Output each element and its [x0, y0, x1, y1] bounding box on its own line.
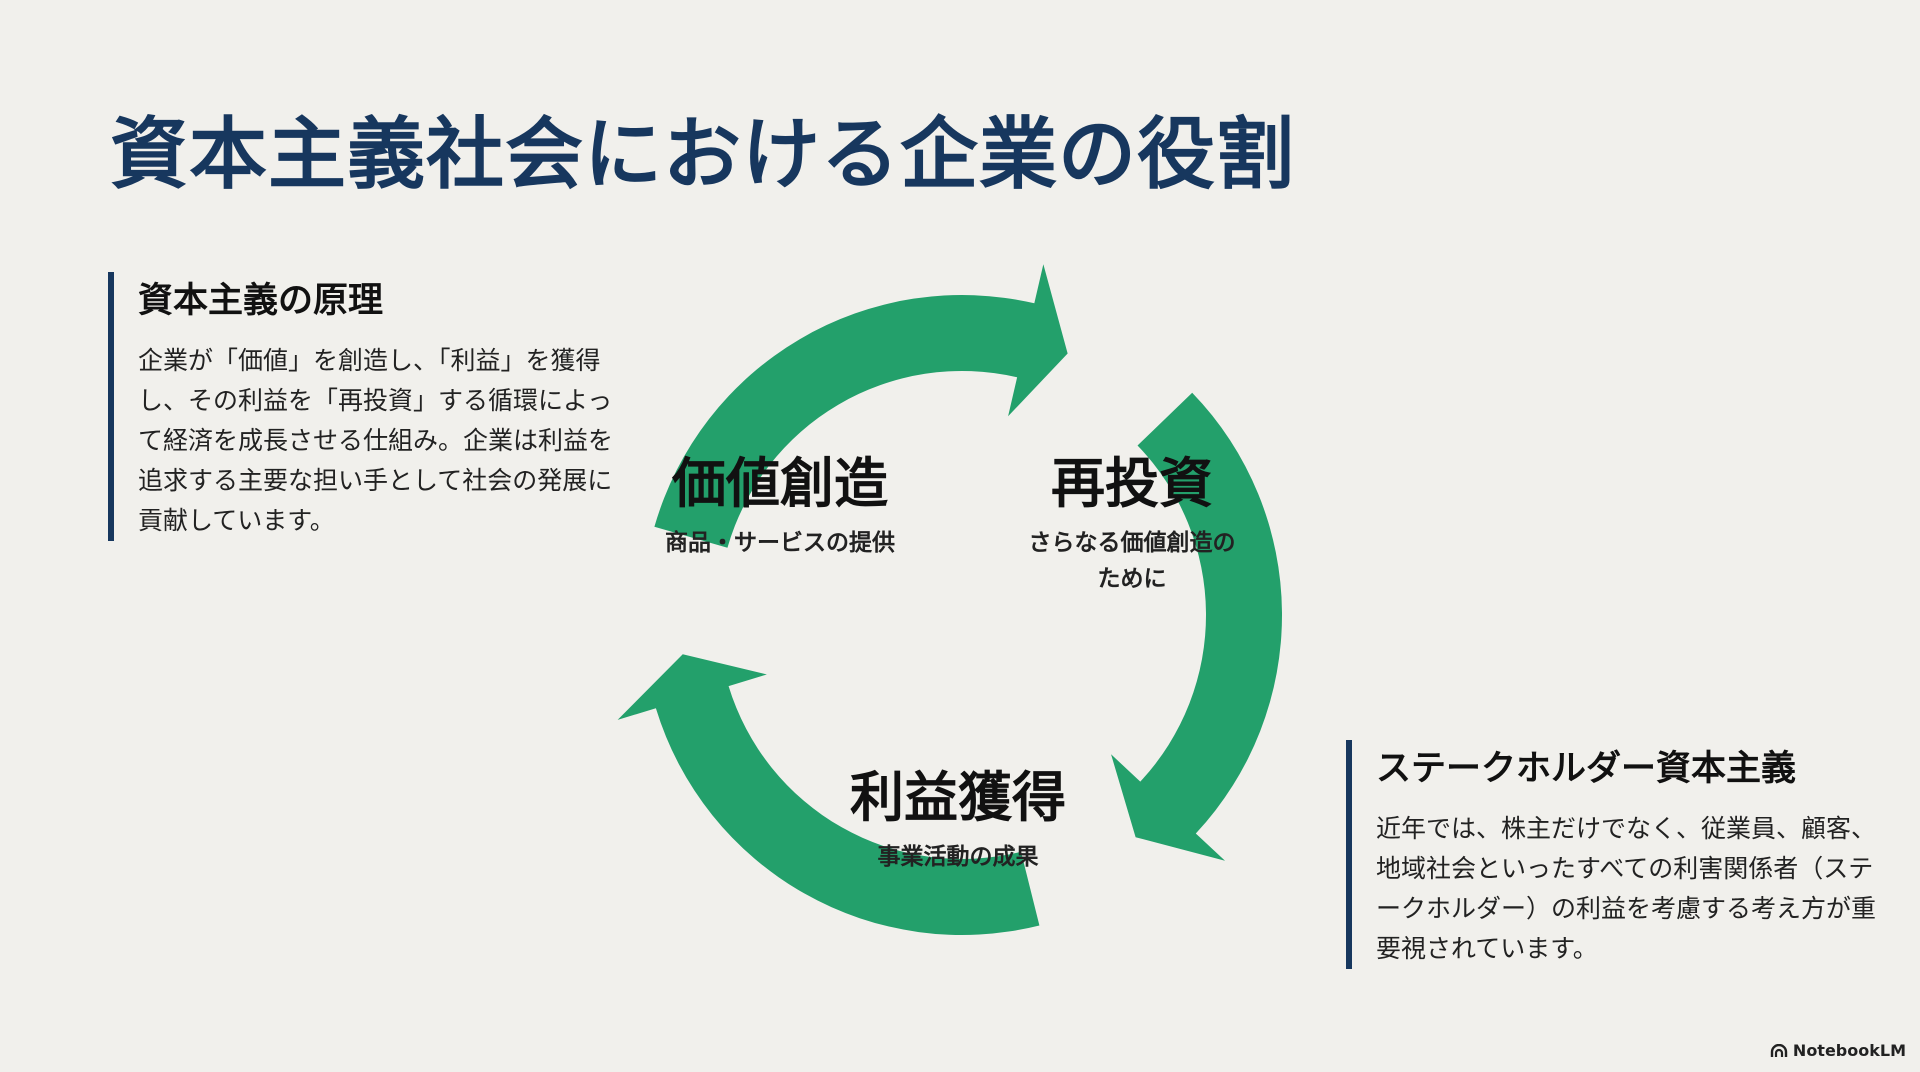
stage-reinvestment-title: 再投資 [1051, 452, 1213, 515]
capitalism-principle-block: 資本主義の原理 企業が「価値」を創造し、「利益」を獲得し、その利益を「再投資」す… [108, 272, 618, 541]
stage-value-creation: 価値創造 商品・サービスの提供 [665, 452, 895, 556]
notebooklm-logo-icon [1770, 1043, 1788, 1057]
stakeholder-capitalism-block: ステークホルダー資本主義 近年では、株主だけでなく、従業員、顧客、地域社会といっ… [1346, 740, 1876, 969]
notebooklm-brand: NotebookLM [1770, 1041, 1906, 1060]
stage-reinvestment-subtitle-line2: ために [1098, 566, 1167, 592]
cycle-arrows [617, 264, 1282, 935]
stage-value-creation-title: 価値創造 [671, 452, 888, 515]
stakeholder-capitalism-text: 近年では、株主だけでなく、従業員、顧客、地域社会といったすべての利害関係者（ステ… [1376, 814, 1877, 963]
arrow-value-to-reinvest [654, 264, 1068, 548]
notebooklm-brand-text: NotebookLM [1792, 1041, 1906, 1060]
stage-reinvestment-subtitle-line1: さらなる価値創造の [1029, 530, 1236, 556]
page-title: 資本主義社会における企業の役割 [110, 110, 1296, 200]
stage-profit-acquisition-subtitle: 事業活動の成果 [878, 843, 1039, 870]
stage-profit-acquisition-title: 利益獲得 [850, 766, 1066, 829]
stakeholder-capitalism-heading: ステークホルダー資本主義 [1376, 749, 1797, 789]
stage-profit-acquisition: 利益獲得 事業活動の成果 [850, 766, 1066, 870]
value-cycle-diagram: 価値創造 商品・サービスの提供 再投資 さらなる価値創造の ために 利益獲得 事… [617, 264, 1282, 935]
arrow-reinvest-to-profit [1111, 392, 1282, 861]
stage-reinvestment: 再投資 さらなる価値創造の ために [1029, 452, 1236, 592]
arrow-profit-to-value [617, 654, 1040, 935]
stage-value-creation-subtitle: 商品・サービスの提供 [665, 529, 895, 556]
capitalism-principle-heading: 資本主義の原理 [138, 281, 384, 321]
capitalism-principle-text: 企業が「価値」を創造し、「利益」を獲得し、その利益を「再投資」する循環によって経… [138, 346, 614, 535]
